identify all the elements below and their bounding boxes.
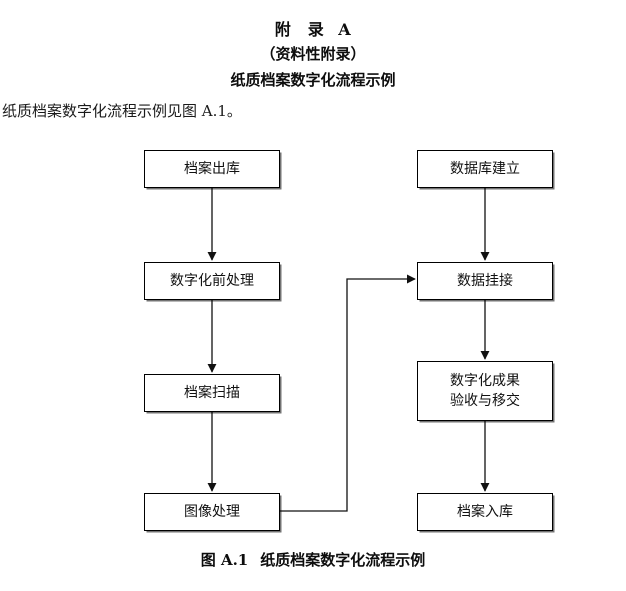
flow-node-label-line2: 验收与移交 [450,393,520,409]
intro-paragraph: 纸质档案数字化流程示例见图 A.1。 [2,102,242,120]
flow-node-pre-digitization[interactable]: 数字化前处理 [144,262,280,300]
flow-node-archive-scanning[interactable]: 档案扫描 [144,374,280,412]
flow-node-image-processing[interactable]: 图像处理 [144,493,280,531]
flow-node-label-multiline: 数字化成果 验收与移交 [450,371,520,412]
flow-node-data-linking[interactable]: 数据挂接 [417,262,553,300]
flow-node-label: 数据库建立 [450,160,520,177]
flow-node-label: 档案扫描 [184,384,240,401]
annex-subject: 纸质档案数字化流程示例 [230,71,396,89]
flow-node-label: 图像处理 [184,503,240,520]
flow-node-acceptance-handover[interactable]: 数字化成果 验收与移交 [417,361,553,421]
flow-node-label: 档案出库 [184,160,240,177]
figure-caption-text: 纸质档案数字化流程示例 [260,551,426,569]
figure-caption: 图 A.1 纸质档案数字化流程示例 [0,549,626,570]
annex-kind: （资料性附录） [260,45,366,63]
annex-letter: A [338,20,352,39]
flow-node-label: 数字化前处理 [170,272,254,289]
edge-image-processing-to-data-linking [280,274,416,512]
flow-node-archive-return[interactable]: 档案入库 [417,493,553,531]
flow-node-label: 档案入库 [457,503,513,520]
flow-node-label: 数据挂接 [457,272,513,289]
flow-node-database-creation[interactable]: 数据库建立 [417,150,553,188]
annex-label: 附 录 [274,20,325,39]
flow-node-label-line1: 数字化成果 [450,372,520,389]
flow-node-archive-retrieval[interactable]: 档案出库 [144,150,280,188]
figure-caption-number: 图 A.1 [200,551,249,569]
